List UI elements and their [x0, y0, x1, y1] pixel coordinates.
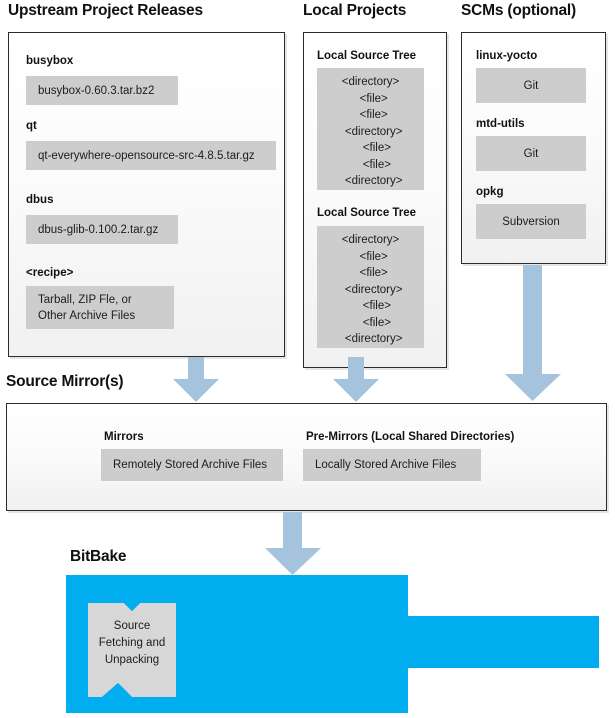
tree-row: <file> — [353, 109, 388, 121]
upstream-item-label-qt: qt — [26, 120, 37, 132]
local-source-tree-label-2: Local Source Tree — [317, 207, 417, 219]
scm-item-value-opkg: Subversion — [476, 204, 586, 239]
recipe-value-line-2: Other Archive Files — [38, 310, 136, 322]
scm-item-label-opkg: opkg — [476, 186, 504, 198]
upstream-item-value-recipe: Tarball, ZIP Fle, or Other Archive Files — [26, 286, 174, 329]
task-line-1: Source — [113, 620, 151, 632]
local-source-tree-2: <directory> <file> <file> <directory> <f… — [317, 226, 424, 348]
tree-row: <file> — [350, 158, 391, 171]
tree-row: <directory> — [338, 333, 403, 345]
upstream-item-label-recipe: <recipe> — [26, 267, 74, 279]
local-source-tree-label-1: Local Source Tree — [317, 50, 417, 62]
task-line-2: Fetching and — [98, 637, 166, 649]
local-source-tree-1: <directory> <file> <file> <directory> <f… — [317, 68, 424, 190]
upstream-item-value-qt: qt-everywhere-opensource-src-4.8.5.tar.g… — [26, 141, 276, 170]
tree-row: <file> — [353, 250, 388, 263]
scm-item-value-mtd-utils: Git — [476, 136, 586, 171]
source-mirrors-section-title: Source Mirror(s) — [6, 373, 124, 390]
tree-row: <directory> — [341, 76, 400, 88]
upstream-item-value-dbus: dbus-glib-0.100.2.tar.gz — [26, 215, 178, 244]
tree-row: <file> — [353, 267, 388, 279]
tree-row: <file> — [353, 92, 388, 105]
scms-section-title: SCMs (optional) — [461, 2, 576, 19]
pre-mirrors-value: Locally Stored Archive Files — [303, 449, 481, 481]
task-line-3: Unpacking — [104, 654, 160, 666]
mirrors-value: Remotely Stored Archive Files — [101, 449, 283, 481]
upstream-section-title: Upstream Project Releases — [8, 2, 203, 19]
recipe-value-line-1: Tarball, ZIP Fle, or — [38, 294, 132, 306]
upstream-item-label-dbus: dbus — [26, 194, 54, 206]
scm-item-value-linux-yocto: Git — [476, 68, 586, 103]
tree-row: <directory> — [338, 283, 403, 296]
tree-row: <file> — [350, 316, 391, 329]
upstream-item-value-busybox: busybox-0.60.3.tar.bz2 — [26, 76, 178, 105]
mirrors-label: Mirrors — [104, 431, 144, 443]
tree-row: <directory> — [338, 125, 403, 138]
source-fetching-task-label: Source Fetching and Unpacking — [88, 618, 176, 669]
source-fetching-task-box — [88, 597, 176, 697]
tree-row: <file> — [350, 300, 391, 312]
bitbake-section-title: BitBake — [70, 548, 127, 565]
arrow-scms-to-mirrors — [504, 265, 562, 402]
arrow-mirrors-to-bitbake — [264, 512, 322, 576]
arrow-upstream-to-mirrors — [172, 357, 220, 403]
local-projects-section-title: Local Projects — [303, 2, 407, 19]
arrow-local-projects-to-mirrors — [332, 357, 380, 403]
upstream-item-label-busybox: busybox — [26, 55, 74, 67]
tree-row: <directory> — [341, 234, 400, 246]
tree-row: <directory> — [338, 175, 403, 187]
bitbake-blue-region — [66, 575, 599, 713]
scm-item-label-mtd-utils: mtd-utils — [476, 118, 525, 130]
tree-row: <file> — [350, 142, 391, 154]
scm-item-label-linux-yocto: linux-yocto — [476, 50, 538, 62]
pre-mirrors-label: Pre-Mirrors (Local Shared Directories) — [306, 431, 515, 443]
